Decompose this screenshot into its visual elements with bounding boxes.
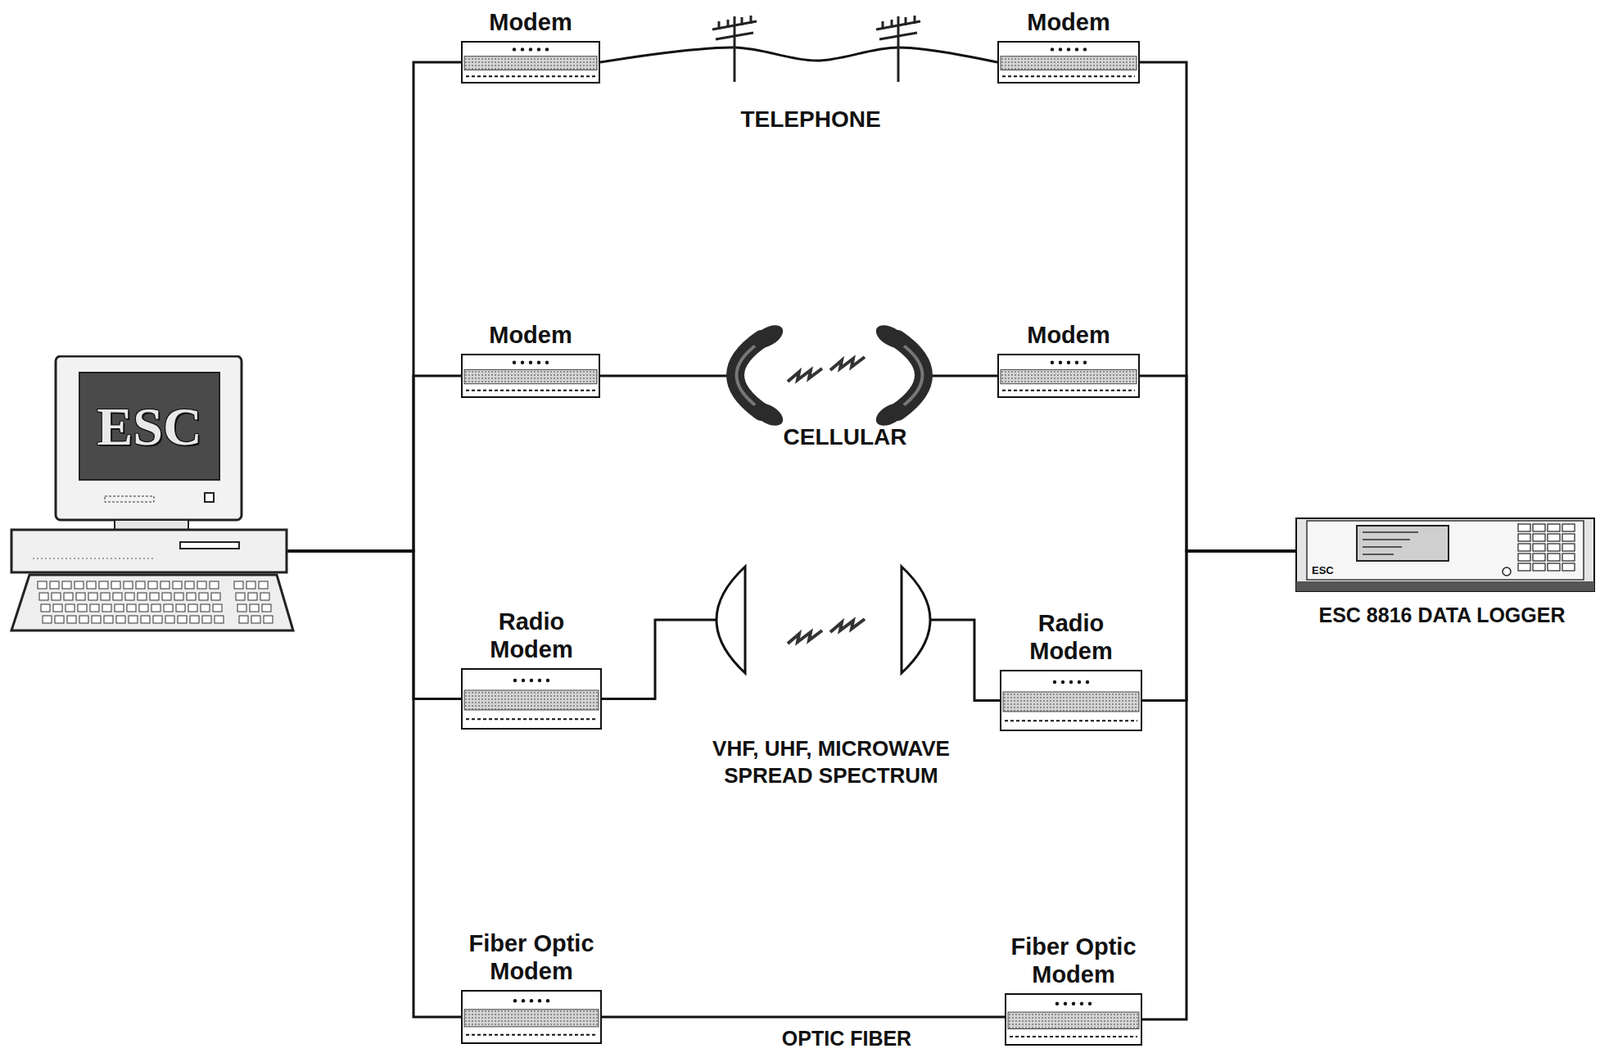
modem-label: Modem	[469, 9, 593, 41]
connector	[286, 551, 462, 1017]
modem-box	[461, 40, 601, 84]
modem-box	[461, 668, 602, 730]
link-label: OPTIC FIBER	[748, 1025, 945, 1052]
modem-drawing	[461, 40, 601, 84]
modem-drawing	[461, 668, 602, 730]
connector	[601, 1016, 1005, 1019]
modem-label: Modem	[469, 321, 593, 354]
radio-dish	[901, 566, 931, 674]
connector	[286, 62, 462, 552]
modem-drawing	[999, 669, 1143, 732]
connector	[600, 47, 998, 63]
logger-label: ESC 8816 DATA LOGGER	[1290, 603, 1594, 628]
link-label: TELEPHONE	[704, 104, 918, 134]
cellular-handset	[735, 320, 787, 430]
modem: Modem	[997, 321, 1140, 398]
modem-label: Radio Modem	[1009, 610, 1133, 670]
modem-drawing	[997, 353, 1140, 398]
modem-label: Modem	[1007, 321, 1130, 354]
data-logger: ESCESC 8816 DATA LOGGER	[1295, 517, 1596, 593]
link-label: CELLULAR	[746, 422, 944, 452]
modem: Modem	[461, 9, 601, 84]
connector	[286, 375, 462, 552]
connector	[1142, 551, 1296, 701]
modem-box	[999, 669, 1143, 732]
modem-box	[461, 353, 601, 398]
modem: Radio Modem	[461, 608, 602, 730]
modem: Fiber Optic Modem	[1004, 933, 1143, 1046]
modem-drawing	[997, 40, 1140, 84]
modem-label: Fiber Optic Modem	[991, 933, 1156, 994]
modem: Radio Modem	[999, 610, 1143, 732]
modem-box	[461, 989, 602, 1045]
modem: Modem	[997, 9, 1140, 84]
modem-label: Modem	[1007, 9, 1130, 41]
cellular-handset	[872, 320, 924, 430]
modem-box	[997, 353, 1140, 398]
modem-box	[1004, 993, 1143, 1046]
logger-logo: ESC	[1311, 564, 1334, 578]
connector	[601, 619, 1000, 701]
modem-drawing	[461, 353, 601, 398]
computer: ESC	[8, 355, 297, 633]
modem-label: Fiber Optic Modem	[449, 930, 614, 990]
modem: Fiber Optic Modem	[461, 930, 602, 1045]
telephone-pole	[712, 15, 757, 82]
logger-drawing	[1295, 517, 1596, 593]
connector	[1142, 551, 1296, 1020]
modem-box	[997, 40, 1140, 84]
screen-logo: ESC	[79, 372, 220, 480]
modem: Modem	[461, 321, 601, 398]
link-label: VHF, UHF, MICROWAVE SPREAD SPECTRUM	[675, 735, 987, 789]
connector	[286, 551, 462, 700]
modem-drawing	[1004, 993, 1143, 1046]
modem-label: Radio Modem	[470, 608, 593, 669]
modem-drawing	[461, 989, 602, 1045]
connector	[1139, 62, 1296, 552]
connector	[1139, 375, 1296, 552]
telephone-pole	[876, 15, 921, 82]
signal-bolts	[787, 357, 865, 644]
radio-dish	[716, 566, 746, 674]
